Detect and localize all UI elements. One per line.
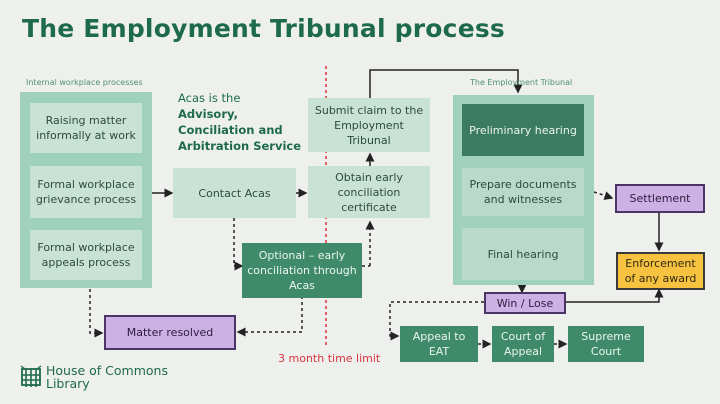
contact-acas-box: Contact Acas xyxy=(173,168,296,218)
supreme-court-box: Supreme Court xyxy=(568,326,644,362)
arrow-optional-to-resolved xyxy=(236,290,303,337)
preliminary-hearing-box: Preliminary hearing xyxy=(462,104,584,156)
step-formal-grievance: Formal workplace grievance process xyxy=(30,166,142,218)
internal-section-label: Internal workplace processes xyxy=(26,78,143,87)
settlement-box: Settlement xyxy=(615,184,705,213)
logo-line2: Library xyxy=(46,376,90,391)
arrow-win-to-enforcement xyxy=(566,288,664,303)
final-hearing-box: Final hearing xyxy=(462,228,584,280)
acas-description: Acas is the Advisory, Conciliation and A… xyxy=(178,90,306,154)
win-lose-box: Win / Lose xyxy=(484,292,566,314)
step-formal-appeals: Formal workplace appeals process xyxy=(30,230,142,280)
court-of-appeal-box: Court of Appeal xyxy=(492,326,554,362)
logo-line1: House of Commons xyxy=(46,363,168,378)
page-title: The Employment Tribunal process xyxy=(22,14,506,43)
acas-intro: Acas is the xyxy=(178,91,241,105)
appeal-eat-box: Appeal to EAT xyxy=(400,326,478,362)
arrow-tribunal-to-settlement xyxy=(593,191,614,200)
house-of-commons-logo: House of Commons Library xyxy=(20,364,168,390)
matter-resolved-box: Matter resolved xyxy=(104,315,236,350)
portcullis-icon xyxy=(20,365,42,387)
arrow-claim-to-tribunal xyxy=(369,69,523,98)
tribunal-section-label: The Employment Tribunal xyxy=(470,78,573,87)
optional-conciliation-box: Optional – early conciliation through Ac… xyxy=(242,243,362,298)
enforcement-box: Enforcement of any award xyxy=(616,252,705,290)
step-raising-matter: Raising matter informally at work xyxy=(30,103,142,153)
time-limit-label: 3 month time limit xyxy=(278,352,381,365)
obtain-certificate-box: Obtain early conciliation certificate xyxy=(308,166,430,218)
submit-claim-box: Submit claim to the Employment Tribunal xyxy=(308,98,430,152)
acas-name: Advisory, Conciliation and Arbitration S… xyxy=(178,107,302,153)
arrow-win-to-appeals xyxy=(389,301,484,341)
arrow-internal-to-resolved xyxy=(89,289,104,338)
prepare-documents-box: Prepare documents and witnesses xyxy=(462,168,584,216)
